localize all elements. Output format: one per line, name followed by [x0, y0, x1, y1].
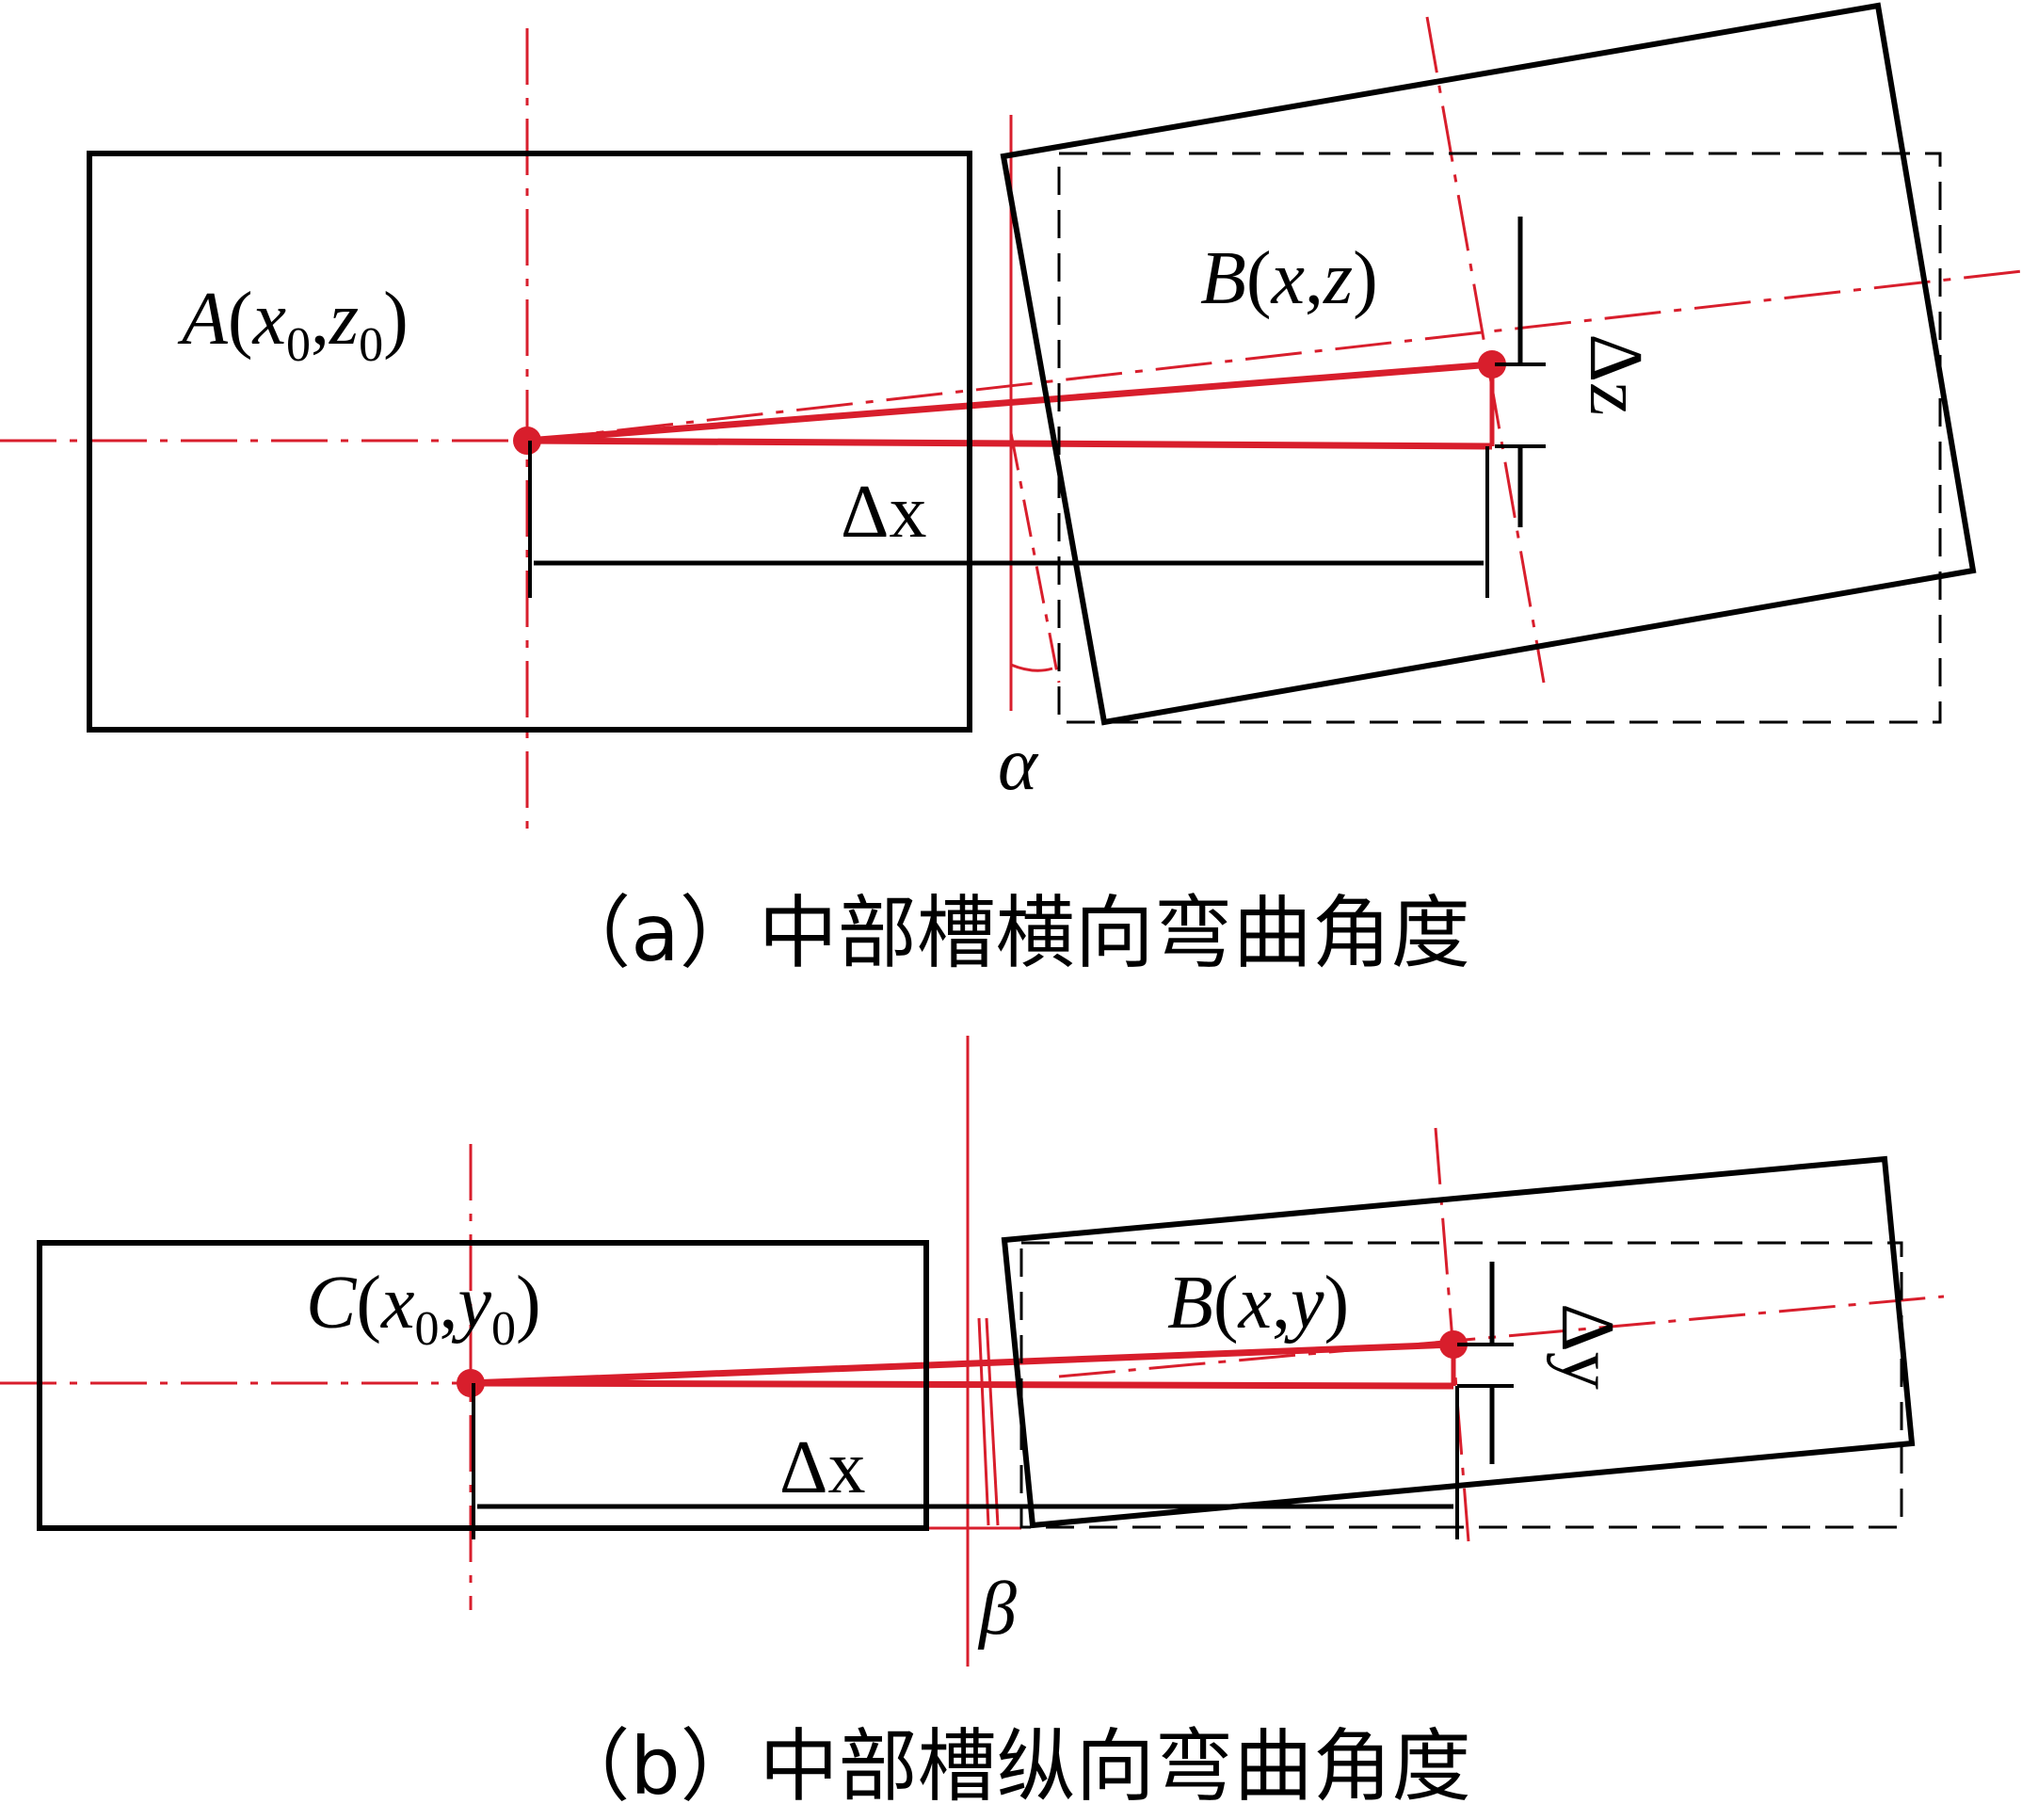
point-b-marker-b — [1439, 1330, 1468, 1359]
panel-a: A(x0,z0) B(x,z) Δx Δz α （a）中部槽横向弯曲角度 — [0, 2, 2022, 979]
trough-right-rotated-a — [1000, 2, 1977, 726]
beta-label: β — [977, 1568, 1017, 1651]
delta-x-label-a: Δx — [841, 471, 926, 554]
tilted-centerline-a — [526, 269, 2022, 443]
point-b-label-b: B(x,y) — [1167, 1262, 1349, 1345]
delta-x-label-b: Δx — [779, 1426, 865, 1509]
caption-b: （b）中部槽纵向弯曲角度 — [551, 1720, 1470, 1812]
trough-right-original-b — [1019, 1241, 1903, 1529]
point-a-marker — [513, 427, 541, 455]
alpha-label: α — [998, 723, 1039, 806]
line-a-to-b — [526, 361, 1493, 444]
trough-left-a — [87, 151, 972, 733]
alpha-angle-arc — [1010, 663, 1053, 672]
trough-right-rotated-b — [1001, 1155, 1916, 1529]
joint-tilted-line-b — [977, 1317, 990, 1526]
trough-right-original-a — [1057, 152, 1942, 724]
delta-z-label: Δz — [1574, 334, 1657, 416]
joint-tilted-line-b2 — [985, 1317, 1000, 1526]
point-b-marker-a — [1478, 350, 1506, 378]
line-c-to-b — [470, 1341, 1454, 1387]
vertical-axis-b-a — [1425, 16, 1546, 684]
joint-tilted-line-a — [1009, 432, 1061, 684]
caption-a: （a）中部槽横向弯曲角度 — [552, 887, 1469, 979]
point-c-label: C(x0,y0) — [306, 1262, 541, 1356]
delta-y-label: Δy — [1546, 1303, 1629, 1389]
point-b-label-a: B(x,z) — [1200, 237, 1378, 320]
tilted-centerline-b — [1058, 1295, 1945, 1378]
point-c-marker — [457, 1369, 485, 1397]
point-a-label: A(x0,z0) — [177, 278, 409, 372]
line-c-to-projection — [470, 1379, 1454, 1390]
line-a-to-projection — [526, 437, 1493, 450]
panel-b: C(x0,y0) B(x,y) Δx Δy β （b）中部槽纵向弯曲角度 — [0, 1036, 1945, 1812]
trough-left-b — [37, 1240, 929, 1531]
